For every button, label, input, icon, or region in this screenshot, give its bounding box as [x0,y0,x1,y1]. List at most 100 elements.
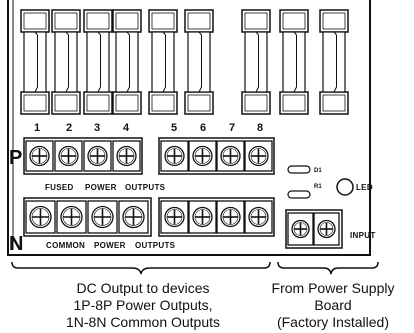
fuse-filament [293,31,297,93]
right-caption-line-1: From Power Supply [272,280,395,296]
fuse-number-6: 6 [200,122,206,134]
r1-label: R1 [314,184,322,190]
screw-terminal [313,212,340,246]
fuse-bottom-cap-inner [86,94,110,112]
fuse-number-7: 7 [229,122,235,134]
screw-terminal [188,140,217,172]
fuse-number-3: 3 [94,122,100,134]
screw-terminal [87,200,118,234]
fuse-bottom-cap-inner [244,94,268,112]
fuse-body [54,31,78,93]
left-caption-line-1: DC Output to devices [76,280,209,296]
led-indicator [336,178,354,196]
fuse-top-cap-inner [86,12,110,30]
fuse-body [151,31,175,93]
p-caption-fused: FUSED [45,183,74,192]
fuse-top-cap-inner [54,12,78,30]
fuse-body [115,31,139,93]
n-caption-outputs: OUTPUTS [135,241,176,250]
fuse [148,9,178,115]
fuse-body [244,31,268,93]
fuse-top-cap-inner [282,12,306,30]
p-screw-group [25,140,273,172]
left-brace [11,261,271,275]
fuse-filament [333,31,337,93]
right-caption-line-2: Board [314,297,351,313]
fuse-bottom-cap-inner [115,94,139,112]
fuse-number-4: 4 [123,122,130,134]
screw-terminal [25,200,56,234]
fuse-top-cap-inner [244,12,268,30]
r1-indicator [287,190,311,199]
screw-terminal [54,140,83,172]
input-screw-group [287,212,340,246]
fuse-bottom-cap-inner [282,94,306,112]
n-screw-group [25,200,273,234]
input-label: INPUT [350,231,376,240]
row-label-n: N [9,233,23,255]
fuse-bottom-cap-inner [322,94,346,112]
fuse-bottom-cap-inner [151,94,175,112]
fuse-bottom-cap-inner [187,94,211,112]
fuse-number-1: 1 [34,122,40,134]
screw-terminal [160,200,189,234]
fuse-filament [34,31,38,93]
fuse-number-2: 2 [66,122,72,134]
screw-terminal [244,140,273,172]
fuse-body [322,31,346,93]
fuse [112,9,142,115]
fuse [279,9,309,115]
screw-terminal [216,140,245,172]
board-outline [7,0,371,256]
left-caption-line-2: 1P-8P Power Outputs, [73,297,212,313]
fuse-filament [162,31,166,93]
fuse-group [20,9,349,115]
fuse-number-8: 8 [257,122,263,134]
fuse [83,9,113,115]
fuse-number-labels: 1 2 3 4 5 6 7 8 [34,122,263,134]
fuse [319,9,349,115]
right-brace [277,261,379,275]
row-label-p: P [9,147,22,169]
fuse-bottom-cap-inner [54,94,78,112]
n-caption-power: POWER [94,241,126,250]
fuse-body [86,31,110,93]
fuse-filament [198,31,202,93]
fuse-top-cap-inner [23,12,47,30]
fuse [51,9,81,115]
left-caption-line-3: 1N-8N Common Outputs [66,314,220,330]
fuse-body [187,31,211,93]
d1-indicator [287,165,311,174]
screw-terminal [244,200,273,234]
fuse-top-cap-inner [322,12,346,30]
fuse-filament [97,31,101,93]
screw-terminal [188,200,217,234]
right-caption-line-3: (Factory Installed) [277,314,389,330]
screw-terminal [56,200,87,234]
fuse-top-cap-inner [187,12,211,30]
fuse-filament [126,31,130,93]
fuse-number-5: 5 [171,122,177,134]
led-label: LED [356,183,373,192]
screw-terminal [83,140,112,172]
fuse-filament [65,31,69,93]
fuse-filament [255,31,259,93]
screw-terminal [160,140,189,172]
screw-terminal [216,200,245,234]
fuse-body [282,31,306,93]
p-caption-power: POWER [85,183,117,192]
d1-label: D1 [314,168,322,174]
screw-terminal [25,140,54,172]
screw-terminal [287,212,314,246]
screw-terminal [118,200,149,234]
fuse [184,9,214,115]
fuse-body [23,31,47,93]
fuse-top-cap-inner [151,12,175,30]
fuse-top-cap-inner [115,12,139,30]
fuse [241,9,271,115]
screw-terminal [112,140,141,172]
fuse-bottom-cap-inner [23,94,47,112]
fuse [20,9,50,115]
n-caption-common: COMMON [46,241,85,250]
